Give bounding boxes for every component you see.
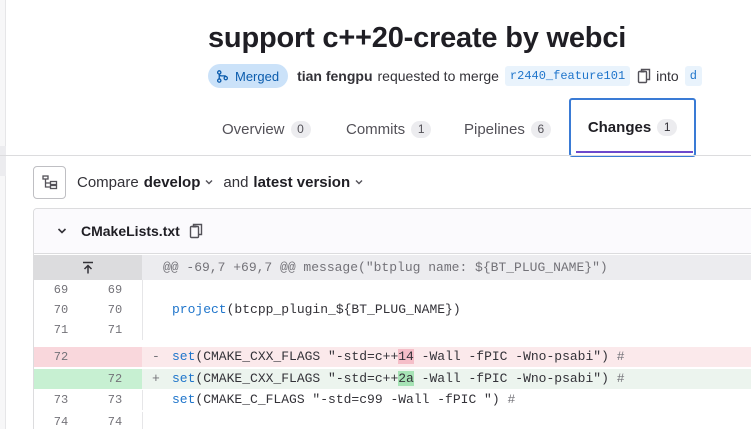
active-tab-indicator xyxy=(576,151,693,153)
base-version-dropdown[interactable]: develop xyxy=(144,174,215,191)
head-version-dropdown[interactable]: latest version xyxy=(253,174,364,191)
new-line-number[interactable]: 73 xyxy=(107,393,123,407)
diff-line: 74 74 xyxy=(34,412,751,429)
diff-line: 69 69 xyxy=(34,280,751,300)
gutter-divider xyxy=(142,300,143,320)
diff-line: 71 71 xyxy=(34,320,751,340)
diff-line-added: 72 + set(CMAKE_CXX_FLAGS "-std=c++2a -Wa… xyxy=(34,369,751,389)
status-badge-label: Merged xyxy=(235,68,280,84)
hunk-header-row: @@ -69,7 +69,7 @@ message("btplug name: … xyxy=(34,255,751,280)
hunk-header-text: @@ -69,7 +69,7 @@ message("btplug name: … xyxy=(163,260,608,275)
old-line-number[interactable]: 69 xyxy=(53,283,69,297)
page-title: support c++20-create by webci xyxy=(208,22,627,54)
author-link[interactable]: tian fengpu xyxy=(297,68,373,84)
gutter-divider xyxy=(142,390,143,410)
copy-branch-button[interactable] xyxy=(637,68,651,84)
line-code: set(CMAKE_CXX_FLAGS "-std=c++14 -Wall -f… xyxy=(172,347,625,367)
changed-text-highlight: 14 xyxy=(398,349,414,364)
file-name-link[interactable]: CMakeLists.txt xyxy=(81,223,180,239)
diff-file: CMakeLists.txt @@ -69,7 +69,7 @@ message… xyxy=(33,208,751,429)
old-line-number[interactable]: 72 xyxy=(34,347,88,367)
new-line-number[interactable] xyxy=(88,347,142,367)
gutter-divider xyxy=(142,320,143,340)
line-code: set(CMAKE_C_FLAGS "-std=c99 -Wall -fPIC … xyxy=(172,390,515,410)
base-version-value: develop xyxy=(143,173,201,191)
into-text: into xyxy=(656,68,679,84)
tab-commits[interactable]: Commits 1 xyxy=(346,110,432,148)
diff-line-deleted: 72 - set(CMAKE_CXX_FLAGS "-std=c++14 -Wa… xyxy=(34,347,751,367)
tab-label: Commits xyxy=(346,120,406,138)
copy-icon xyxy=(189,223,203,239)
tab-count-badge: 1 xyxy=(657,119,678,136)
mr-meta: Merged tian fengpu requested to merge r2… xyxy=(208,63,702,89)
changed-text-highlight: 2a xyxy=(398,371,414,386)
code-function: set xyxy=(172,392,196,407)
old-line-number[interactable]: 70 xyxy=(53,303,69,317)
new-line-number[interactable]: 70 xyxy=(107,303,123,317)
tab-count-badge: 0 xyxy=(290,120,311,138)
compare-bar: Compare develop and latest version xyxy=(33,165,364,199)
status-badge: Merged xyxy=(208,64,289,88)
code-args: (btcpp_plugin_${BT_PLUG_NAME}) xyxy=(226,302,461,317)
source-branch-link[interactable]: r2440_feature101 xyxy=(504,66,631,86)
expand-up-button[interactable] xyxy=(34,255,142,280)
deletion-sign: - xyxy=(152,349,160,364)
toggle-file-tree-button[interactable] xyxy=(33,165,66,199)
old-line-number[interactable]: 74 xyxy=(53,415,69,429)
head-version-value: latest version xyxy=(253,173,351,191)
diff-line: 70 70 project(btcpp_plugin_${BT_PLUG_NAM… xyxy=(34,300,751,320)
tab-pipelines[interactable]: Pipelines 6 xyxy=(464,110,551,148)
new-line-number[interactable]: 72 xyxy=(88,369,142,389)
diff-file-header: CMakeLists.txt xyxy=(34,209,751,254)
file-tree-icon xyxy=(41,175,57,190)
code-function: set xyxy=(172,349,196,364)
gutter-divider xyxy=(142,280,143,300)
old-line-number[interactable]: 73 xyxy=(53,393,69,407)
code-comment: # xyxy=(507,392,516,407)
tab-label: Overview xyxy=(222,120,285,138)
tabs-divider xyxy=(0,155,751,156)
code-comment: # xyxy=(616,349,625,364)
code-args-end: -Wall -fPIC -Wno-psabi") xyxy=(413,349,617,364)
chevron-down-icon xyxy=(355,180,363,185)
diff-line: 73 73 set(CMAKE_C_FLAGS "-std=c99 -Wall … xyxy=(34,390,751,410)
and-text: and xyxy=(223,173,249,191)
code-args: (CMAKE_C_FLAGS "-std=c99 -Wall -fPIC ") xyxy=(195,392,508,407)
sidebar-collapse-handle[interactable] xyxy=(0,146,6,176)
code-args-end: -Wall -fPIC -Wno-psabi") xyxy=(413,371,617,386)
code-function: project xyxy=(172,302,227,317)
code-function: set xyxy=(172,371,196,386)
code-comment: # xyxy=(616,371,625,386)
requested-text: requested to merge xyxy=(377,68,499,84)
line-code: set(CMAKE_CXX_FLAGS "-std=c++2a -Wall -f… xyxy=(172,369,625,389)
compare-label: Compare xyxy=(77,173,139,191)
left-sidebar-rail xyxy=(0,0,6,429)
copy-file-path-button[interactable] xyxy=(189,223,203,239)
old-line-number[interactable]: 71 xyxy=(53,323,69,337)
code-args-start: (CMAKE_CXX_FLAGS "-std=c++ xyxy=(195,349,399,364)
collapse-file-toggle[interactable] xyxy=(56,225,68,237)
chevron-down-icon xyxy=(57,228,67,234)
tab-count-badge: 1 xyxy=(411,120,432,138)
addition-sign: + xyxy=(152,371,160,386)
new-line-number[interactable]: 74 xyxy=(107,415,123,429)
target-branch-link[interactable]: d xyxy=(684,66,702,86)
tab-count-badge: 6 xyxy=(530,120,551,138)
tab-label: Pipelines xyxy=(464,120,525,138)
tab-overview[interactable]: Overview 0 xyxy=(222,110,311,148)
copy-icon xyxy=(637,68,651,84)
new-line-number[interactable]: 69 xyxy=(107,283,123,297)
expand-up-icon xyxy=(83,261,93,273)
merge-icon xyxy=(216,69,229,83)
line-code: project(btcpp_plugin_${BT_PLUG_NAME}) xyxy=(172,300,461,320)
tab-changes[interactable]: Changes 1 xyxy=(569,98,696,157)
tab-label: Changes xyxy=(587,119,652,136)
old-line-number[interactable] xyxy=(34,369,88,389)
code-args-start: (CMAKE_CXX_FLAGS "-std=c++ xyxy=(195,371,399,386)
chevron-down-icon xyxy=(205,180,213,185)
new-line-number[interactable]: 71 xyxy=(107,323,123,337)
gutter-divider xyxy=(142,412,143,429)
